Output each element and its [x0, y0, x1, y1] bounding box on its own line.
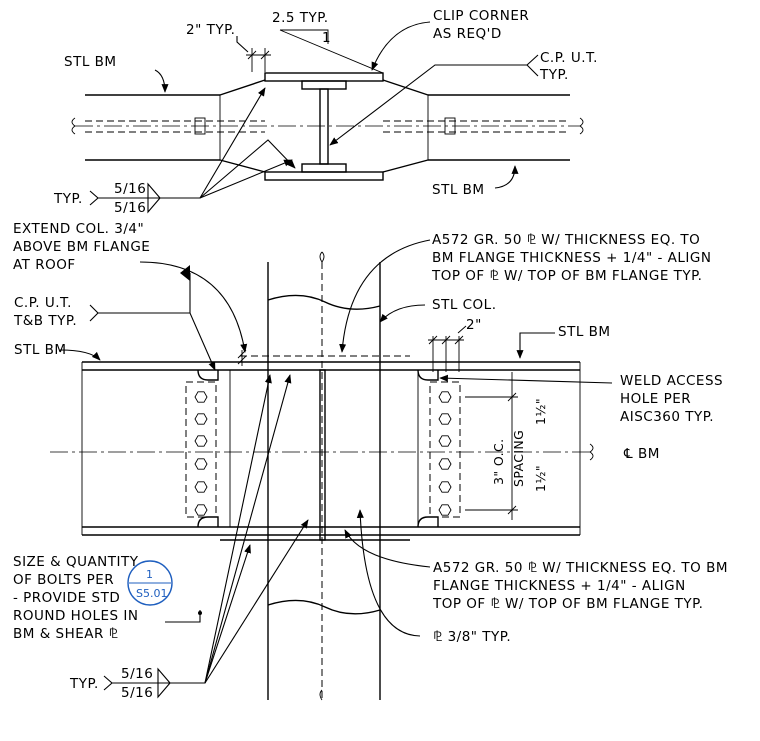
bolt-spacing-dimension — [465, 372, 518, 520]
a572-top-2: BM FLANGE THICKNESS + 1/4" - ALIGN — [432, 250, 711, 266]
bolt-right-1 — [438, 391, 452, 403]
shear-tab-left — [185, 381, 217, 518]
bolt-left-6 — [194, 504, 208, 516]
a572-top-3: TOP OF ⅊ W/ TOP OF BM FLANGE TYP. — [431, 268, 702, 284]
detail-ref-sheet[interactable]: S5.01 — [136, 587, 167, 600]
weld-typ-elev: TYP. — [69, 676, 99, 692]
access-hole-left-bot — [197, 516, 219, 528]
plan-bolt-left — [194, 117, 206, 135]
bolts-left — [194, 391, 208, 516]
spacing-1: 3" O.C. — [491, 439, 506, 485]
bolt-right-4 — [438, 458, 452, 470]
plan-bottom-plate — [264, 171, 384, 181]
bolt-right-3 — [438, 435, 452, 447]
weld-access-3: AISC360 TYP. — [620, 409, 714, 425]
cput-2: TYP. — [539, 67, 569, 83]
plan-bolt-right — [444, 117, 456, 135]
elevation-view — [50, 239, 613, 701]
a572-bot-2: FLANGE THICKNESS + 1/4" - ALIGN — [433, 578, 686, 594]
plan-column-section — [301, 80, 347, 173]
dim-2in-label: 2" — [466, 317, 482, 333]
weld-bottom-plan: 5/16 — [114, 200, 146, 216]
a572-bot-1: A572 GR. 50 ⅊ W/ THICKNESS EQ. TO BM — [433, 560, 728, 576]
plan-top-plate — [264, 72, 384, 82]
bolt-right-2 — [438, 413, 452, 425]
beam-flanges — [81, 355, 581, 541]
bolts-1: SIZE & QUANTITY — [13, 554, 139, 570]
extend-col-1: EXTEND COL. 3/4" — [13, 221, 144, 237]
labels: 2" TYP. 2.5 TYP. 1 CLIP CORNER AS REQ'D … — [13, 8, 728, 701]
note-2in-typ: 2" TYP. — [186, 22, 235, 38]
weld-access-2: HOLE PER — [620, 391, 691, 407]
cput-tb-2: T&B TYP. — [13, 313, 77, 329]
slope-rise: 1 — [322, 30, 331, 46]
plan-left-beam — [85, 79, 266, 173]
detail-ref-number[interactable]: 1 — [146, 568, 153, 581]
weld-top-elev: 5/16 — [121, 666, 153, 682]
dim-1half-top: 1½" — [533, 398, 548, 425]
bolt-left-5 — [194, 481, 208, 493]
shear-tab-right — [429, 381, 461, 518]
weld-bottom-elev: 5/16 — [121, 685, 153, 701]
a572-bot-3: TOP OF ⅊ W/ TOP OF BM FLANGE TYP. — [432, 596, 703, 612]
bolt-right-6 — [438, 504, 452, 516]
stl-bm-elev-right: STL BM — [558, 324, 611, 340]
bolts-2: OF BOLTS PER — [13, 572, 114, 588]
pl-typ: ⅊ 3/8" TYP. — [433, 629, 511, 645]
connection-plates — [229, 369, 419, 528]
extend-col-3: AT ROOF — [13, 257, 76, 273]
bolt-left-4 — [194, 458, 208, 470]
bolt-right-5 — [438, 481, 452, 493]
stl-bm-plan-left: STL BM — [64, 54, 117, 70]
plan-right-beam — [382, 79, 570, 173]
clip-corner-1: CLIP CORNER — [433, 8, 529, 24]
plan-view — [71, 21, 584, 214]
stl-col: STL COL. — [432, 297, 497, 313]
cput-1: C.P. U.T. — [540, 50, 598, 66]
access-hole-right-top — [417, 369, 439, 381]
weld-typ-plan: TYP. — [53, 191, 83, 207]
extend-col-2: ABOVE BM FLANGE — [13, 239, 150, 255]
bolt-left-3 — [194, 435, 208, 447]
dim-2in — [428, 325, 467, 372]
bolts-3: - PROVIDE STD — [13, 590, 120, 606]
bolts-right — [438, 391, 452, 516]
clip-corner-2: AS REQ'D — [433, 26, 502, 42]
note-2-5-typ: 2.5 TYP. — [272, 10, 329, 26]
cl-bm: ℄ BM — [623, 446, 660, 462]
bolts-5: BM & SHEAR ⅊ — [13, 626, 118, 642]
cput-tb-1: C.P. U.T. — [14, 295, 72, 311]
stl-bm-plan-right: STL BM — [432, 182, 485, 198]
weld-access-1: WELD ACCESS — [620, 373, 723, 389]
bolts-4: ROUND HOLES IN — [13, 608, 138, 624]
spacing-2: SPACING — [511, 430, 526, 487]
weld-top-plan: 5/16 — [114, 181, 146, 197]
access-hole-right-bot — [417, 516, 439, 528]
column — [267, 251, 381, 701]
bolt-left-2 — [194, 413, 208, 425]
a572-top-1: A572 GR. 50 ⅊ W/ THICKNESS EQ. TO — [432, 232, 700, 248]
dim-1half-bot: 1½" — [533, 465, 548, 492]
access-hole-left-top — [197, 369, 219, 381]
stl-bm-elev-left: STL BM — [14, 342, 67, 358]
bolt-left-1 — [194, 391, 208, 403]
